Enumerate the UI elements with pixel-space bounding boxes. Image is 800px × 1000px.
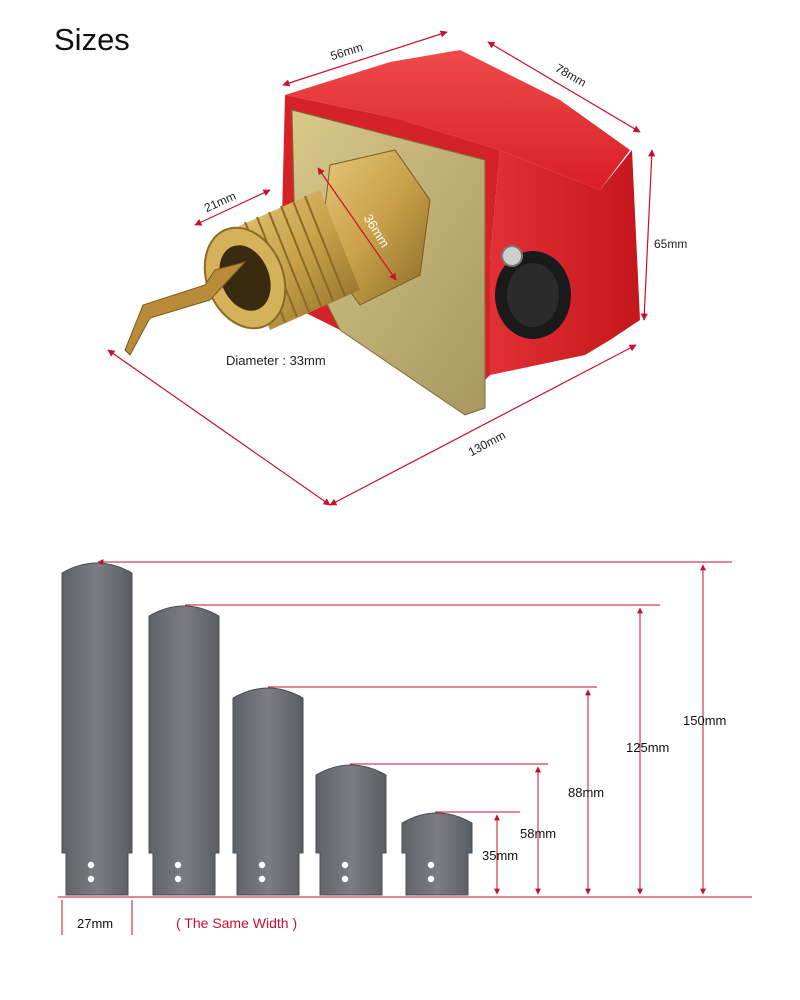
mounting-hole: [174, 875, 182, 883]
paddle-length-58: 58mm: [520, 826, 556, 841]
paddle-length-35: 35mm: [482, 848, 518, 863]
paddle-4: [315, 764, 387, 896]
paddle-set: [61, 562, 473, 896]
dim-top-width: 56mm: [329, 40, 365, 63]
dim-thread-length: 21mm: [202, 189, 238, 215]
page-title: Sizes: [54, 22, 130, 57]
mounting-hole: [427, 861, 435, 869]
paddle-length-125: 125mm: [626, 740, 669, 755]
dim-depth: 78mm: [553, 61, 589, 90]
paddle-2: [148, 605, 220, 896]
paddle-dimension-lines: [58, 559, 752, 935]
paddle-length-88: 88mm: [568, 785, 604, 800]
paddle-1: [61, 562, 133, 896]
mounting-hole: [87, 861, 95, 869]
paddle-3: [232, 687, 304, 896]
mounting-hole: [258, 861, 266, 869]
paddle-width-label: 27mm: [77, 916, 113, 931]
dim-diameter: Diameter : 33mm: [226, 353, 326, 368]
paddle-length-150: 150mm: [683, 713, 726, 728]
dim-height: 65mm: [654, 237, 687, 251]
mounting-hole: [341, 875, 349, 883]
paddle-5: [401, 812, 473, 896]
mounting-hole: [174, 861, 182, 869]
same-width-note: ( The Same Width ): [176, 915, 297, 931]
mounting-hole: [341, 861, 349, 869]
dim-total-length: 130mm: [466, 428, 508, 459]
mounting-hole: [258, 875, 266, 883]
terminal-screw: [501, 245, 523, 267]
mounting-hole: [87, 875, 95, 883]
mounting-hole: [427, 875, 435, 883]
device-dimension-lines: [107, 30, 656, 506]
